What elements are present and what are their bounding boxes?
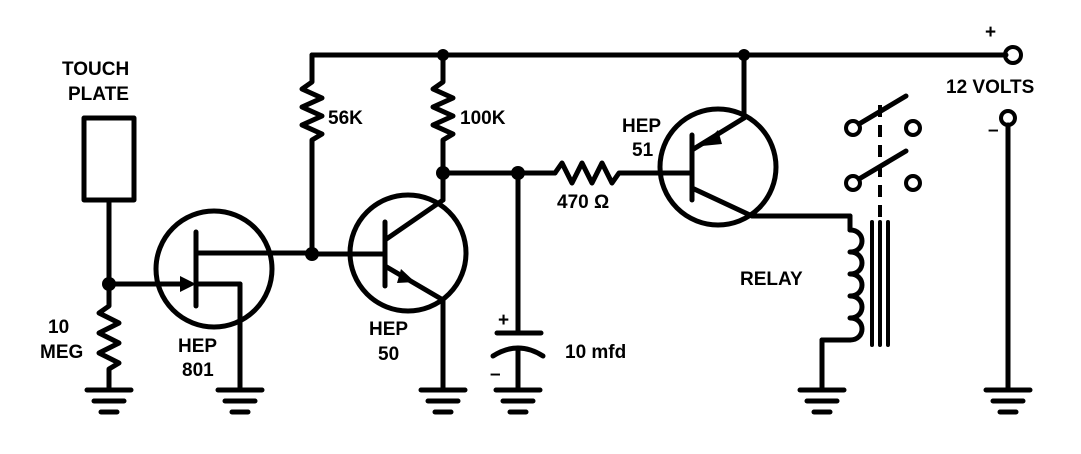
supply-minus-label: – — [988, 120, 999, 141]
supply-terminals — [999, 45, 1023, 391]
q3-label-2: 51 — [632, 140, 654, 161]
resistor-470 — [552, 160, 693, 186]
resistor-10meg — [96, 281, 122, 391]
resistor-100k — [430, 52, 456, 180]
relay-label: RELAY — [740, 269, 803, 290]
r100k-label: 100K — [460, 108, 506, 129]
fet-hep-801 — [106, 208, 315, 391]
r10meg-label-1: 10 — [48, 317, 69, 338]
ground-symbol-supply — [983, 387, 1033, 415]
capacitor-value-label: 10 mfd — [565, 342, 626, 363]
ground-symbol-10meg — [84, 387, 134, 415]
ground-symbol-relay — [797, 387, 847, 415]
ground-symbol-capacitor — [493, 387, 543, 415]
relay-coil — [819, 213, 890, 391]
q1-label-1: HEP — [178, 336, 217, 357]
positive-supply-rail — [309, 49, 1009, 61]
touch-plate-label-1: TOUCH — [62, 59, 129, 80]
ground-symbol-fet — [215, 387, 265, 415]
q2-label-2: 50 — [378, 344, 399, 365]
ground-symbol-hep50 — [418, 387, 468, 415]
q2-label-1: HEP — [369, 319, 408, 340]
q1-label-2: 801 — [182, 360, 214, 381]
r56k-label: 56K — [328, 108, 363, 129]
touch-plate — [81, 115, 137, 287]
supply-voltage-label: 12 VOLTS — [946, 77, 1034, 98]
pnp-emitter-arrow — [702, 130, 722, 146]
transistor-hep-50 — [347, 170, 469, 391]
capacitor-plus-label: + — [498, 310, 509, 331]
supply-plus-label: + — [985, 22, 996, 43]
capacitor-minus-label: – — [490, 364, 501, 385]
relay-contacts — [844, 93, 922, 222]
gate-arrow — [180, 276, 196, 292]
emitter-arrow — [397, 269, 415, 283]
touch-plate-label-2: PLATE — [68, 84, 129, 105]
transistor-hep-51 — [657, 52, 853, 228]
resistor-56k — [299, 52, 360, 261]
capacitor-10mfd — [490, 170, 546, 391]
r10meg-label-2: MEG — [40, 342, 83, 363]
q3-label-1: HEP — [622, 116, 661, 137]
r470-label: 470 Ω — [557, 192, 609, 213]
collector-node-wire — [440, 166, 558, 180]
